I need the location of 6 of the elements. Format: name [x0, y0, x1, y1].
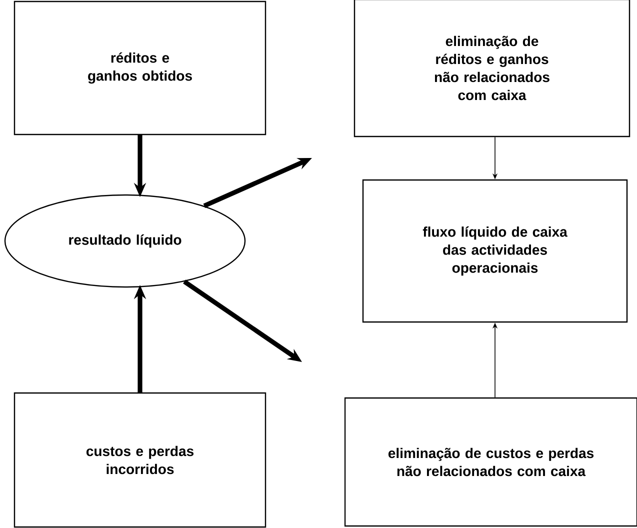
process-box: fluxo líquido de caixa das actividades operacionais: [362, 179, 628, 323]
process-box: eliminação de custos e perdas não relacionados com caixa: [344, 397, 637, 527]
ellipse-node: resultado líquido: [4, 194, 246, 288]
process-box: eliminação de réditos e ganhos não relacionados com caixa: [354, 0, 630, 138]
process-box: custos e perdas incorridos: [14, 392, 266, 528]
process-box: réditos e ganhos obtidos: [14, 0, 266, 136]
